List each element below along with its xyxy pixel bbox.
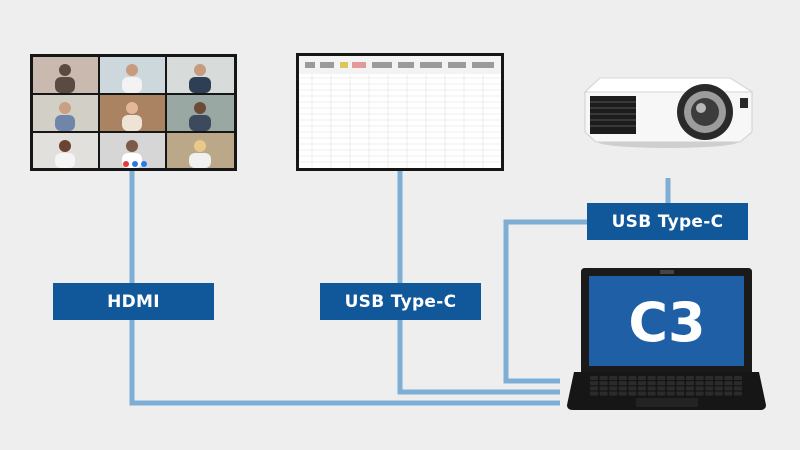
keyboard-key [618,376,627,380]
keyboard-key [714,391,723,396]
keyboard-key [695,376,704,380]
hdmi-cable [129,170,560,406]
keyboard-key [599,386,608,391]
keyboard-key [705,391,714,396]
keyboard-key [714,381,723,386]
ribbon-icons [305,62,494,68]
keyboard-key [628,376,637,380]
hdmi-label: HDMI [53,283,214,320]
keyboard-key [590,381,598,386]
participant-grid [33,57,234,168]
laptop-screen-text: C3 [628,291,705,354]
keyboard-key [638,386,646,391]
keyboard-key [657,386,666,391]
keyboard-key [609,381,618,386]
keyboard-key [686,381,694,386]
spreadsheet-monitor [296,53,504,171]
keyboard-key [638,381,646,386]
keyboard-key [647,376,656,380]
keyboard-key [666,381,675,386]
laptop: C3 [567,268,766,410]
keyboard-key [676,381,685,386]
laptop-screen [589,276,744,366]
keyboard-key [724,386,733,391]
keyboard-key [705,376,714,380]
keyboard-key [657,391,666,396]
keyboard-key [686,391,694,396]
keyboard-key [609,391,618,396]
keyboard-key [599,381,608,386]
keyboard-key [666,386,675,391]
keyboard-key [666,376,675,380]
keyboard-key [618,381,627,386]
keyboard-key [666,391,675,396]
keyboard-key [657,376,666,380]
keyboard-key [657,381,666,386]
keyboard-key [628,391,637,396]
usb-c-monitor-cable [397,170,560,395]
keyboard-key [714,376,723,380]
keyboard-key [734,376,742,380]
keyboard-key [647,386,656,391]
keyboard-key [724,391,733,396]
keyboard-key [695,386,704,391]
keyboard-key [714,386,723,391]
keyboard-key [676,386,685,391]
projector [583,77,754,148]
video-conference-monitor [30,54,237,171]
keyboard-key [609,386,618,391]
keyboard-key [734,386,742,391]
keyboard-key [618,391,627,396]
keyboard-key [599,376,608,380]
keyboard-key [676,391,685,396]
projector-lens [677,84,733,140]
keyboard-key [590,376,598,380]
projector-vent [590,96,636,134]
keyboard-key [734,391,742,396]
keyboard-key [686,386,694,391]
call-control-icons [123,161,147,167]
keyboard-key [590,386,598,391]
keyboard-key [638,376,646,380]
keyboard-key [599,391,608,396]
keyboard-key [628,381,637,386]
laptop-keyboard [590,376,742,396]
keyboard-key [695,381,704,386]
usb-c-projector-label: USB Type-C [587,203,748,240]
keyboard-key [628,386,637,391]
keyboard-key [676,376,685,380]
keyboard-key [695,391,704,396]
spreadsheet-grid [299,74,501,168]
keyboard-key [647,381,656,386]
keyboard-key [609,376,618,380]
keyboard-key [724,376,733,380]
keyboard-key [686,376,694,380]
usb-c-monitor-label: USB Type-C [320,283,481,320]
keyboard-key [705,381,714,386]
keyboard-key [734,381,742,386]
keyboard-key [705,386,714,391]
keyboard-key [724,381,733,386]
laptop-touchpad [636,398,698,407]
keyboard-key [590,391,598,396]
keyboard-key [618,386,627,391]
keyboard-key [638,391,646,396]
keyboard-key [647,391,656,396]
participant-avatars [55,64,211,168]
